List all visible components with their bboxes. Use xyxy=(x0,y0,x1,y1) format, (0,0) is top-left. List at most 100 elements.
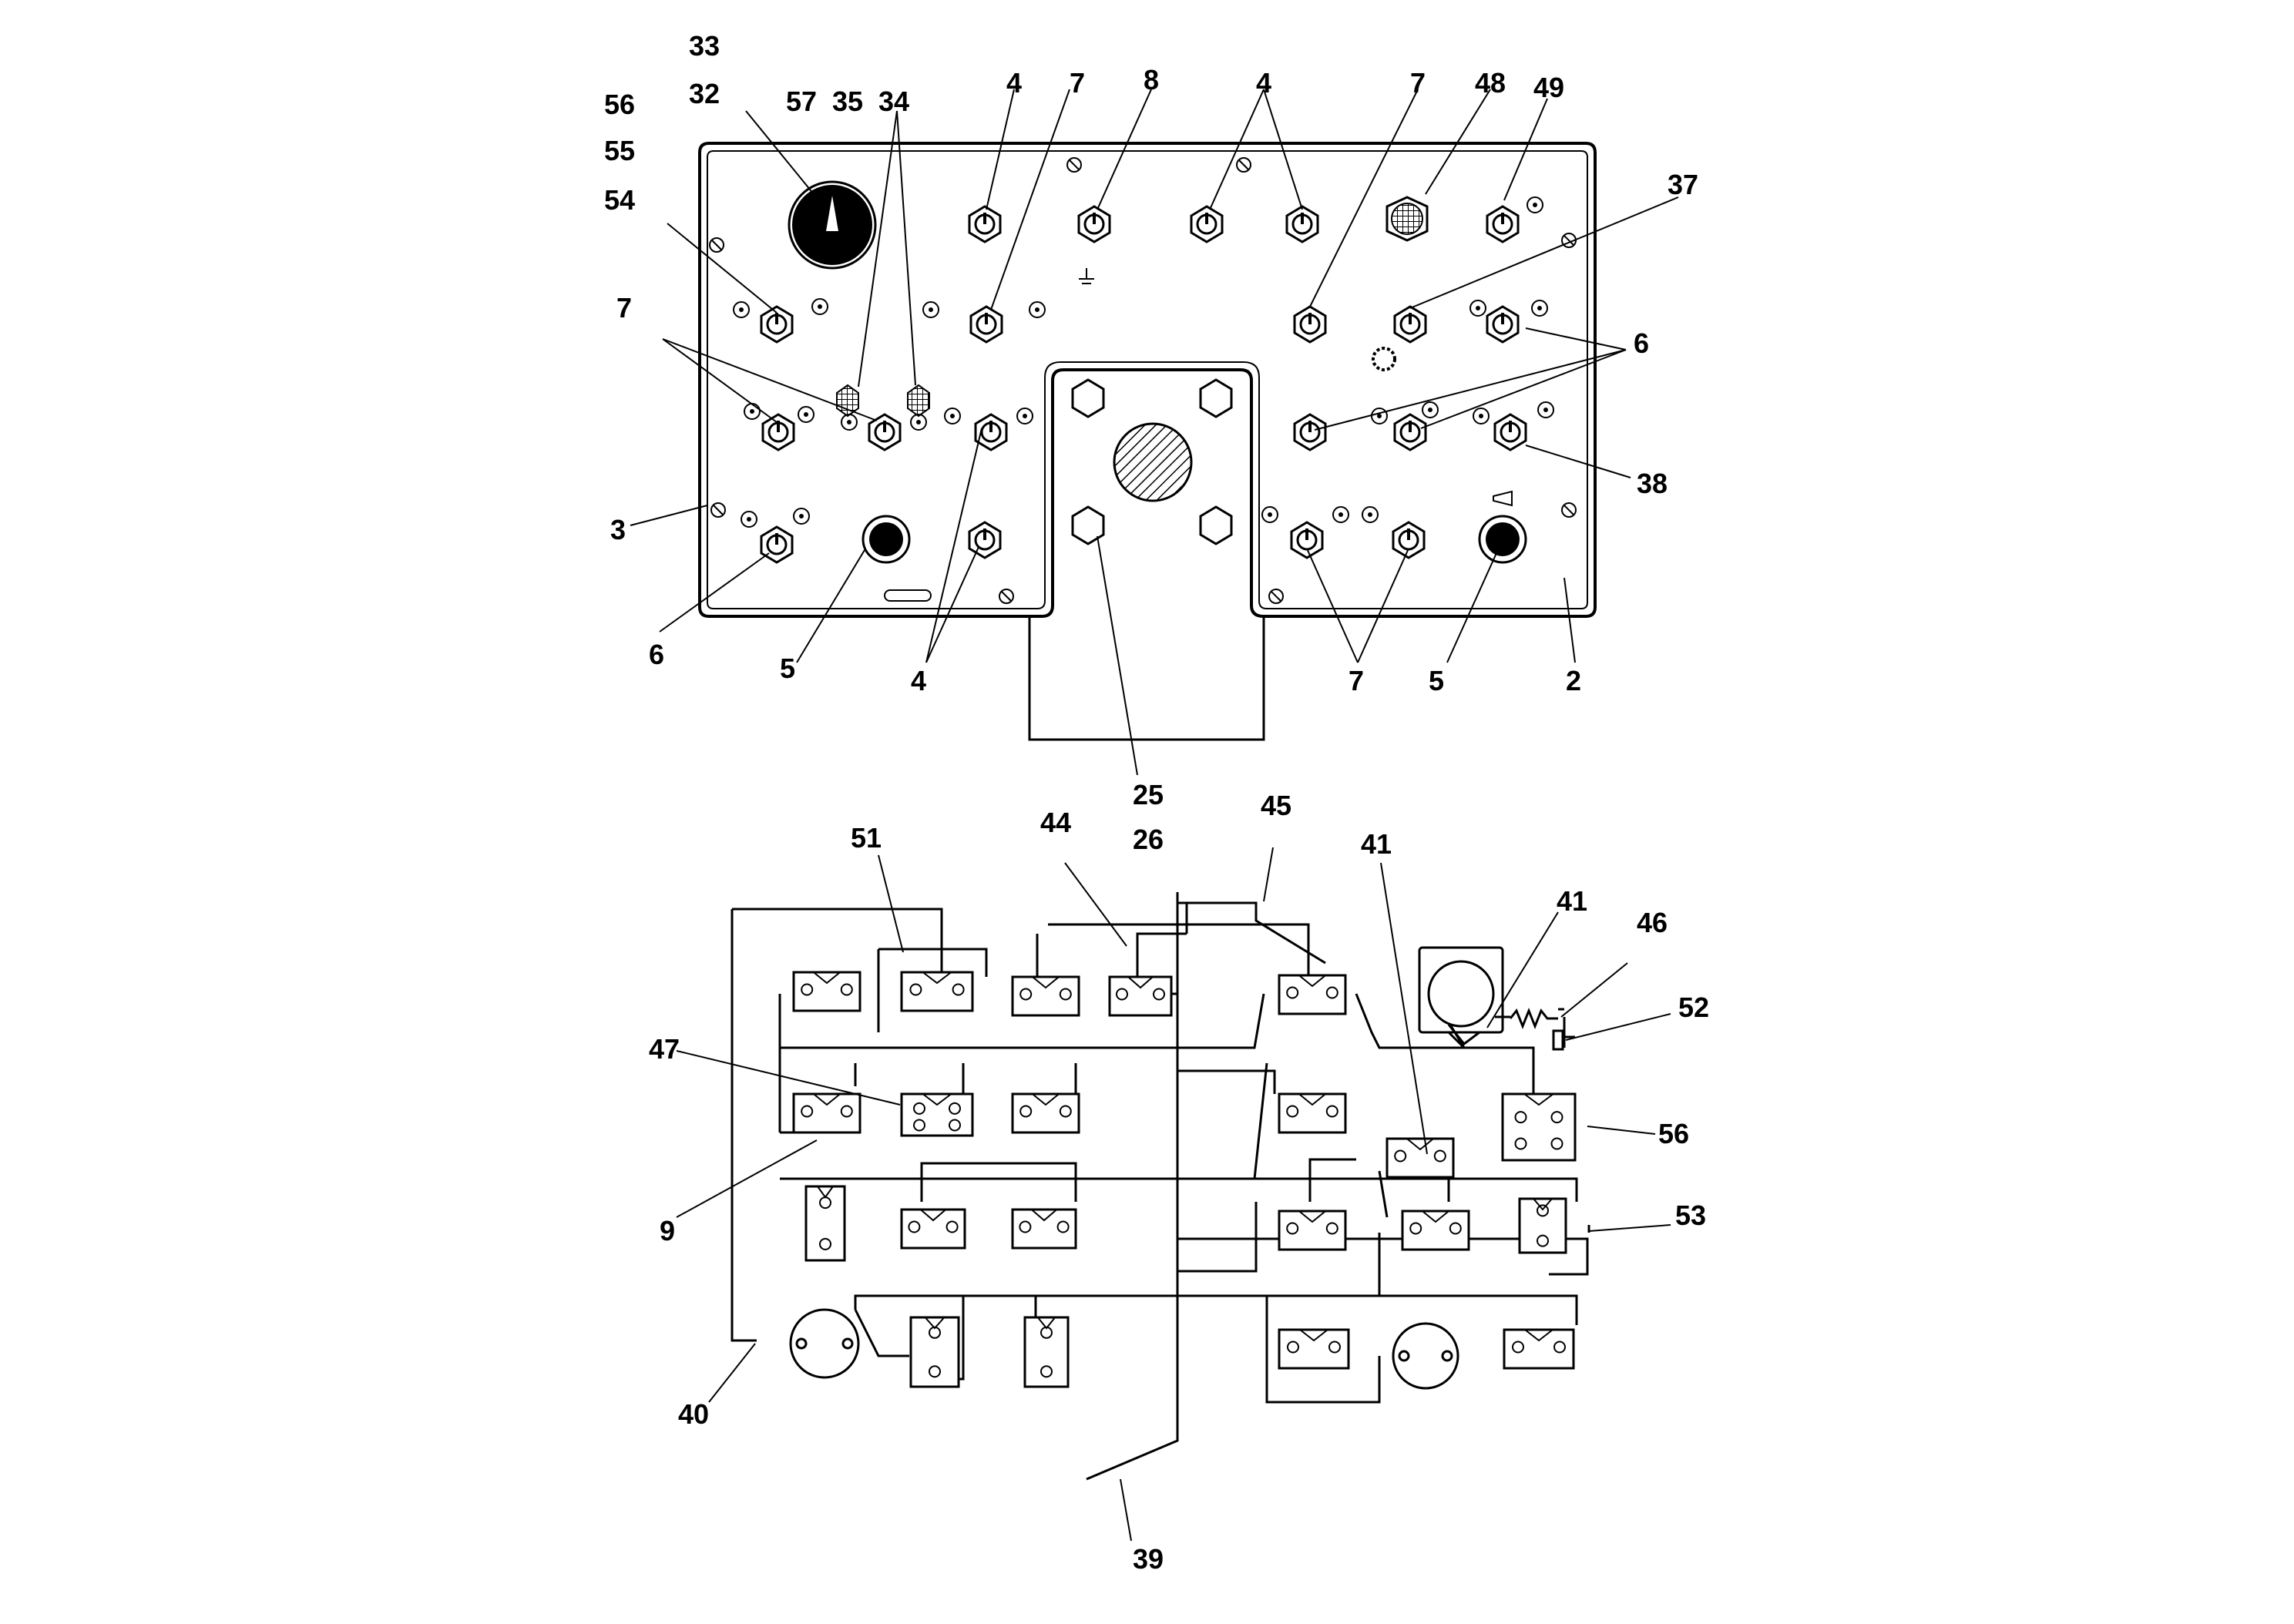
callout-48: 48 xyxy=(1475,67,1506,99)
callout-4-top-mid: 4 xyxy=(1256,67,1271,99)
callout-49: 49 xyxy=(1533,72,1564,103)
connector-block-icon xyxy=(1011,975,1080,1017)
callout-6-left: 6 xyxy=(649,639,664,670)
connector-block-icon xyxy=(1385,1137,1455,1179)
callout-55: 55 xyxy=(604,135,635,166)
connector-block-icon xyxy=(900,1092,974,1137)
horn-icon xyxy=(1493,490,1513,507)
panel-symbol-icon xyxy=(1469,300,1486,317)
panel-slot xyxy=(884,589,932,602)
panel-symbol-icon xyxy=(1531,300,1548,317)
panel-symbol-icon xyxy=(741,511,757,528)
push-button-left-icon xyxy=(862,515,911,564)
connector-block-icon xyxy=(1278,1328,1350,1370)
wiring-harness xyxy=(731,892,1590,1481)
callout-41-top: 41 xyxy=(1361,828,1392,860)
screw-icon xyxy=(1561,502,1577,518)
buzzer-icon xyxy=(1385,196,1429,242)
callout-2: 2 xyxy=(1566,665,1581,696)
callout-3: 3 xyxy=(610,514,626,545)
toggle-switch-icon xyxy=(968,205,1002,243)
callout-37: 37 xyxy=(1668,169,1698,200)
panel-symbol-icon xyxy=(1371,408,1388,424)
connector-block-icon xyxy=(1108,975,1173,1017)
leader-lines xyxy=(630,89,1679,1542)
toggle-switch-icon xyxy=(1293,413,1327,451)
callout-6-right: 6 xyxy=(1634,327,1649,359)
toggle-switch-icon xyxy=(868,413,902,451)
toggle-switch-icon xyxy=(761,413,795,451)
gauge-icon xyxy=(1418,946,1504,1046)
toggle-switch-icon xyxy=(760,525,794,564)
connector-block-icon xyxy=(1011,1092,1080,1134)
ground-symbol-icon xyxy=(1079,268,1094,284)
panel-symbol-icon xyxy=(1261,506,1278,523)
callout-52: 52 xyxy=(1678,992,1709,1023)
callout-53: 53 xyxy=(1675,1200,1706,1231)
toggle-switch-icon xyxy=(1290,521,1324,559)
connector-block-icon xyxy=(1023,1316,1070,1388)
panel-symbol-icon xyxy=(1537,401,1554,418)
rotary-knob-icon xyxy=(788,180,877,270)
round-lamp-right-icon xyxy=(1392,1322,1459,1390)
connector-blocks xyxy=(792,971,1577,1388)
toggle-switch-icon xyxy=(1293,305,1327,344)
callout-34: 34 xyxy=(878,86,909,117)
callout-8: 8 xyxy=(1144,64,1159,96)
round-lamp-left-icon xyxy=(789,1308,860,1379)
callout-39: 39 xyxy=(1133,1543,1164,1575)
toggle-switch-icon xyxy=(968,521,1002,559)
panel-symbol-icon xyxy=(1332,506,1349,523)
toggle-switch-icon xyxy=(760,305,794,344)
connector-block-icon xyxy=(792,1092,862,1134)
callout-7-bottom: 7 xyxy=(1349,665,1364,696)
panel-symbol-icon xyxy=(811,298,828,315)
connector-block-icon xyxy=(900,971,974,1012)
callout-5-left: 5 xyxy=(780,653,795,684)
callout-56-bottom: 56 xyxy=(1658,1118,1689,1149)
callout-26: 26 xyxy=(1133,824,1164,855)
cog-icon xyxy=(1372,347,1396,371)
callout-5-right: 5 xyxy=(1429,665,1444,696)
callout-56: 56 xyxy=(604,89,635,120)
push-button-right-icon xyxy=(1478,515,1527,564)
toggle-switch-icon xyxy=(1486,205,1520,243)
screw-icon xyxy=(1268,589,1284,604)
toggle-switch-icon xyxy=(1486,305,1520,344)
callout-35: 35 xyxy=(832,86,863,117)
toggle-switch-icon xyxy=(1077,205,1111,243)
screw-icon xyxy=(710,502,726,518)
callout-7-top-left: 7 xyxy=(1070,67,1085,99)
callout-51: 51 xyxy=(851,822,882,854)
callout-44: 44 xyxy=(1040,807,1071,838)
panel-symbol-icon xyxy=(944,408,961,424)
connector-block-icon xyxy=(1503,1328,1575,1370)
screw-icon xyxy=(709,237,724,253)
panel-symbol-icon xyxy=(1016,408,1033,424)
toggle-switch-icon xyxy=(1285,205,1319,243)
panel-symbol-icon xyxy=(733,301,750,318)
connector-block-icon xyxy=(1401,1210,1470,1251)
connector-block-icon xyxy=(1278,1092,1347,1134)
panel-symbol-icon xyxy=(1362,506,1379,523)
panel-symbol-icon xyxy=(841,414,858,431)
callout-47: 47 xyxy=(649,1033,680,1065)
panel-symbol-icon xyxy=(1422,401,1439,418)
callout-9: 9 xyxy=(660,1215,675,1247)
callout-7-top-right: 7 xyxy=(1410,67,1426,99)
callout-40: 40 xyxy=(678,1398,709,1430)
toggle-switch-icon xyxy=(1393,305,1427,344)
connector-block-icon xyxy=(1011,1208,1077,1250)
panel-symbol-icon xyxy=(798,406,814,423)
panel-symbol-icon xyxy=(910,414,927,431)
connector-block-icon xyxy=(1278,1210,1347,1251)
callout-38: 38 xyxy=(1637,468,1668,499)
center-disc-icon xyxy=(1113,422,1193,502)
callout-57: 57 xyxy=(786,86,817,117)
callout-labels: 33 32 57 35 34 56 55 54 4 7 8 4 7 48 49 … xyxy=(604,30,1709,1575)
callout-4-bottom: 4 xyxy=(911,665,926,696)
toggle-switch-icon xyxy=(969,305,1003,344)
callout-4-top-left: 4 xyxy=(1006,67,1022,99)
